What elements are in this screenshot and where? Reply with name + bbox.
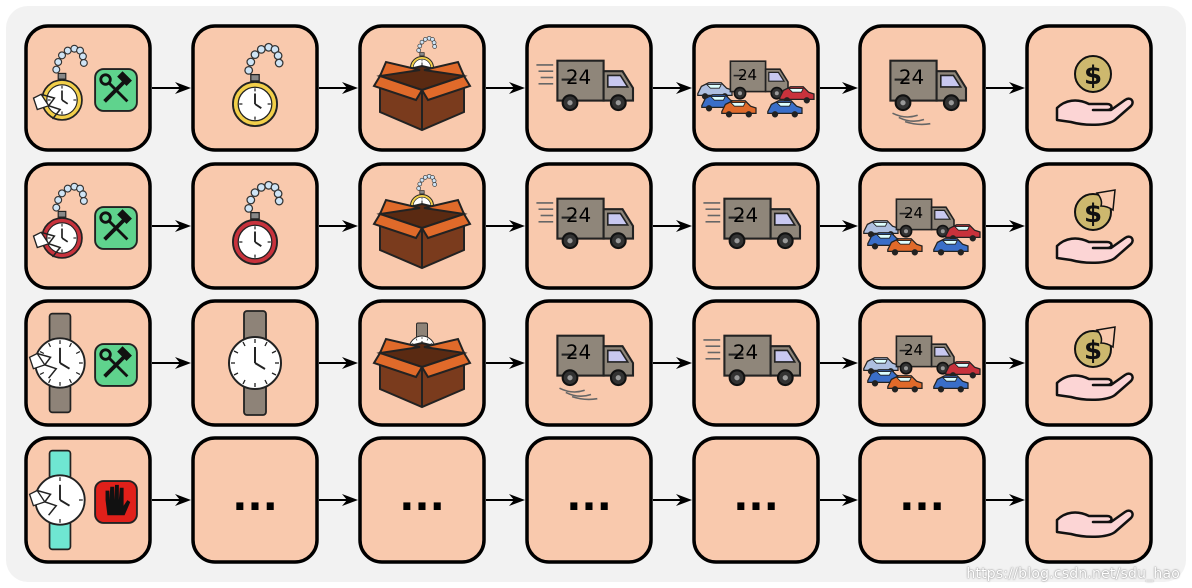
stop-hand-icon	[94, 480, 138, 524]
delivery-truck-icon: 24	[702, 197, 802, 250]
process-step-tile	[24, 24, 152, 152]
process-step-tile: 24	[692, 299, 820, 427]
process-step-tile: ...	[692, 436, 820, 564]
flow-arrow	[319, 82, 358, 94]
tiles-layer: 24 24 24 24 24 24 24 24 24...............	[24, 24, 1153, 564]
process-step-tile	[1025, 299, 1153, 427]
process-step-tile: 24	[858, 24, 986, 152]
ellipsis-label: ...	[566, 474, 612, 520]
repair-icon	[93, 67, 139, 113]
truck-number-label: 24	[733, 340, 758, 364]
process-step-tile: 24	[525, 299, 653, 427]
delivery-truck-icon: 24	[535, 59, 635, 112]
process-step-tile: 24	[692, 162, 820, 290]
ellipsis-label: ...	[899, 474, 945, 520]
truck-number-label: 24	[899, 65, 924, 89]
process-step-tile	[1025, 24, 1153, 152]
process-step-tile: 24	[858, 299, 986, 427]
truck-number-label: 24	[566, 65, 591, 89]
process-step-tile: ...	[858, 436, 986, 564]
flow-arrow	[152, 220, 191, 232]
flow-arrow	[319, 357, 358, 369]
process-step-tile: 24	[858, 162, 986, 290]
truck-number-label: 24	[904, 341, 923, 359]
flow-arrow	[152, 494, 191, 506]
traffic-jam-icon: 24	[863, 198, 981, 257]
process-step-tile	[191, 24, 319, 152]
delivery-truck-icon: 24	[889, 59, 968, 126]
process-step-tile	[191, 162, 319, 290]
flow-arrow	[820, 357, 858, 369]
traffic-jam-icon: 24	[697, 60, 815, 119]
flow-arrow	[653, 494, 692, 506]
process-step-tile	[358, 299, 486, 427]
flow-arrow	[653, 220, 692, 232]
flow-arrow	[986, 357, 1025, 369]
process-step-tile: 24	[525, 24, 653, 152]
process-step-tile	[358, 24, 486, 152]
flow-arrow	[486, 357, 525, 369]
flow-arrow	[820, 494, 858, 506]
flow-arrow	[486, 494, 525, 506]
truck-number-label: 24	[566, 340, 591, 364]
process-step-tile: ...	[191, 436, 319, 564]
watermark: https://blog.csdn.net/sdu_hao	[966, 566, 1180, 582]
flow-arrow	[986, 494, 1025, 506]
truck-number-label: 24	[738, 66, 757, 84]
process-step-tile: 24	[525, 162, 653, 290]
delivery-truck-icon: 24	[556, 334, 635, 401]
delivery-truck-icon: 24	[535, 197, 635, 250]
flow-arrow	[820, 82, 858, 94]
process-step-tile	[24, 436, 152, 564]
ellipsis-label: ...	[733, 474, 779, 520]
repair-icon	[93, 342, 139, 388]
flow-arrow	[319, 220, 358, 232]
flow-arrow	[486, 82, 525, 94]
process-step-tile	[191, 299, 319, 427]
flow-arrow	[152, 82, 191, 94]
ellipsis-label: ...	[399, 474, 445, 520]
process-step-tile	[1025, 162, 1153, 290]
repair-icon	[93, 205, 139, 251]
truck-number-label: 24	[904, 204, 923, 222]
flow-arrow	[653, 82, 692, 94]
ellipsis-label: ...	[232, 474, 278, 520]
flow-arrow	[152, 357, 191, 369]
flow-arrow	[486, 220, 525, 232]
truck-number-label: 24	[566, 203, 591, 227]
delivery-truck-icon: 24	[702, 334, 802, 387]
process-step-tile	[24, 299, 152, 427]
traffic-jam-icon: 24	[863, 335, 981, 394]
process-step-tile	[24, 162, 152, 290]
flow-arrow	[319, 494, 358, 506]
flow-arrow	[820, 220, 858, 232]
process-step-tile: 24	[692, 24, 820, 152]
arrows-layer	[152, 82, 1025, 506]
truck-number-label: 24	[733, 203, 758, 227]
process-step-tile: ...	[358, 436, 486, 564]
flow-arrow	[986, 82, 1025, 94]
flow-arrow	[986, 220, 1025, 232]
process-step-tile	[358, 162, 486, 290]
flow-arrow	[653, 357, 692, 369]
process-step-tile: ...	[525, 436, 653, 564]
process-step-tile	[1025, 436, 1153, 564]
